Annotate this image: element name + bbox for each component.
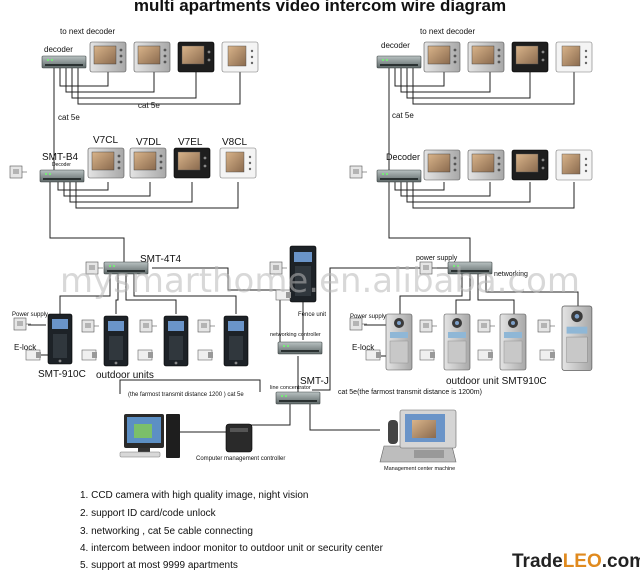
networking-controller-icon [277, 341, 323, 355]
brand-part-2: LEO [562, 551, 602, 572]
power-supply-icon [9, 165, 28, 179]
indoor-monitor-icon [129, 147, 167, 179]
label-computer-controller: Computer management controller [196, 456, 285, 462]
decoder-icon [376, 55, 422, 69]
feature-item-5: 5. support at most 9999 apartments [80, 560, 238, 571]
power-supply-icon [349, 165, 368, 179]
label-smt-j: SMT-J [300, 376, 329, 387]
brand-part-3: .com [601, 551, 640, 572]
label-decoder-right: decoder [381, 41, 410, 50]
feature-item-4: 4. intercom between indoor monitor to ou… [80, 543, 383, 554]
indoor-monitor-icon [133, 41, 171, 73]
power-supply-icon [13, 317, 32, 331]
outdoor-unit-icon [499, 313, 527, 371]
power-supply-icon [81, 319, 100, 333]
outdoor-unit-icon [47, 313, 73, 365]
indoor-monitor-icon [555, 41, 593, 73]
label-v7el: V7EL [178, 137, 203, 148]
management-machine-icon [379, 409, 457, 463]
outdoor-unit-icon [385, 313, 413, 371]
outdoor-unit-icon [561, 305, 593, 371]
indoor-monitor-icon [467, 149, 505, 181]
label-e-lock-right: E-lock [352, 343, 375, 352]
outdoor-unit-icon [103, 315, 129, 367]
e-lock-icon [419, 349, 436, 361]
decoder-icon [41, 55, 87, 69]
label-cat5e-right: cat 5e [392, 111, 414, 120]
tradeleo-logo: TradeLEO.com [512, 551, 640, 573]
indoor-monitor-icon [511, 149, 549, 181]
indoor-monitor-icon [467, 41, 505, 73]
label-v7dl: V7DL [136, 137, 161, 148]
e-lock-icon [137, 349, 154, 361]
outdoor-unit-icon [443, 313, 471, 371]
indoor-monitor-icon [221, 41, 259, 73]
feature-item-1: 1. CCD camera with high quality image, n… [80, 490, 309, 501]
label-cat5e-top: cat 5e [138, 101, 160, 110]
power-supply-icon [139, 319, 158, 333]
line-concentrator-icon [275, 391, 321, 405]
indoor-monitor-icon [423, 149, 461, 181]
indoor-monitor-icon [511, 41, 549, 73]
watermark: mysmarthome.en.alibaba.com [60, 261, 580, 301]
power-supply-icon [537, 319, 556, 333]
diagram-title: multi apartments video intercom wire dia… [134, 0, 506, 15]
e-lock-icon [477, 349, 494, 361]
computer-icon [119, 414, 180, 458]
e-lock-icon [197, 349, 214, 361]
brand-part-1: Trade [512, 551, 563, 572]
indoor-monitor-icon [423, 41, 461, 73]
e-lock-icon [81, 349, 98, 361]
label-decoder-left: decoder [44, 45, 73, 54]
label-power-supply-left: Power supply [12, 312, 48, 318]
indoor-monitor-icon [177, 41, 215, 73]
feature-item-3: 3. networking , cat 5e cable connecting [80, 526, 253, 537]
wires [28, 68, 579, 433]
fence-unit-icon [289, 245, 317, 303]
label-smt-4t4: SMT-4T4 [140, 254, 182, 265]
label-cat5e-left: cat 5e [58, 113, 80, 122]
power-supply-icon [477, 319, 496, 333]
label-smt-910c: SMT-910C [38, 369, 86, 380]
label-v7cl: V7CL [93, 135, 118, 146]
power-supply-icon [419, 319, 438, 333]
outdoor-unit-icon [223, 315, 249, 367]
label-line-concentrator: line concentrator [270, 385, 311, 391]
label-decoder-small: Decoder [52, 162, 71, 168]
indoor-monitor-icon [173, 147, 211, 179]
label-to-next-decoder-left: to next decoder [60, 27, 115, 36]
indoor-monitor-icon [89, 41, 127, 73]
label-farthest-right: cat 5e(the farmost transmit distance is … [338, 389, 482, 396]
indoor-monitor-icon [87, 147, 125, 179]
label-e-lock-left: E-lock [14, 343, 37, 352]
label-outdoor-units: outdoor units [96, 370, 154, 381]
indoor-monitor-icon [555, 149, 593, 181]
label-management-center: Management center machine [384, 466, 455, 472]
outdoor-unit-icon [163, 315, 189, 367]
power-supply-icon [197, 319, 216, 333]
indoor-monitor-icon [219, 147, 257, 179]
label-farthest-left: (the farmost transmit distance 1200 ) ca… [128, 392, 244, 398]
management-controller-icon [225, 423, 253, 453]
e-lock-icon [539, 349, 556, 361]
label-power-supply-right2: Power supply [350, 314, 386, 320]
decoder-icon [376, 169, 422, 183]
label-to-next-decoder-right: to next decoder [420, 27, 475, 36]
label-networking-controller: networking controller [270, 332, 321, 338]
feature-item-2: 2. support ID card/code unlock [80, 508, 216, 519]
label-decoder-mid: Decoder [386, 152, 420, 162]
label-power-supply-right: power supply [416, 255, 458, 262]
label-outdoor-unit-right: outdoor unit SMT910C [446, 376, 547, 387]
labels: to next decoder to next decoder decoder … [12, 27, 547, 472]
label-networking-right: networking [494, 271, 528, 278]
decoder-icon [39, 169, 85, 183]
label-v8cl: V8CL [222, 137, 247, 148]
label-fence-unit: Fence unit [298, 312, 326, 318]
label-smt-b4: SMT-B4 [42, 152, 79, 163]
